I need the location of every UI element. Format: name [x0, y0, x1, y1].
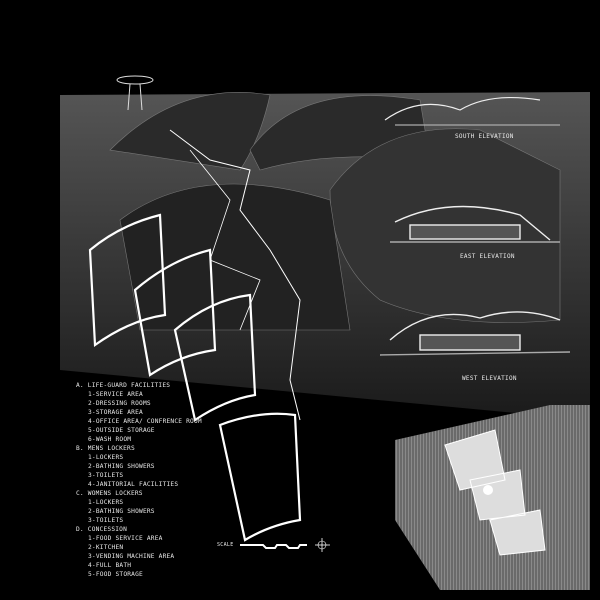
- floor-plan: [88, 129, 302, 542]
- legend-item: 4-OFFICE AREA/ CONFRENCE ROOM: [88, 418, 202, 425]
- program-legend: A. LIFE-GUARD FACILITIES 1-SERVICE AREA …: [76, 381, 202, 579]
- legend-item: 5-OUTSIDE STORAGE: [88, 427, 155, 434]
- legend-item: 3-TOILETS: [88, 472, 124, 479]
- legend-item: 1-SERVICE AREA: [88, 391, 143, 398]
- legend-item: 6-WASH ROOM: [88, 436, 132, 443]
- legend-item: 1-LOCKERS: [88, 499, 124, 506]
- legend-item: 2-KITCHEN: [88, 544, 124, 551]
- lifeguard-tower: [116, 75, 154, 111]
- site-plan: [395, 405, 590, 590]
- legend-item: 4-FULL BATH: [88, 562, 132, 569]
- legend-item: 2-DRESSING ROOMS: [88, 400, 151, 407]
- legend-item: 1-LOCKERS: [88, 454, 124, 461]
- south-elevation-label: SOUTH ELEVATION: [455, 133, 514, 140]
- legend-item: 2-BATHING SHOWERS: [88, 508, 155, 515]
- east-elevation-label: EAST ELEVATION: [460, 253, 515, 260]
- legend-section-title: D. CONCESSION: [76, 526, 128, 533]
- legend-item: 3-VENDING MACHINE AREA: [88, 553, 175, 560]
- west-elevation-label: WEST ELEVATION: [462, 375, 517, 382]
- legend-item: 2-BATHING SHOWERS: [88, 463, 155, 470]
- scale-label: SCALE: [217, 542, 234, 548]
- south-elevation-drawing: [384, 96, 560, 126]
- legend-item: 3-TOILETS: [88, 517, 124, 524]
- west-elevation-drawing: [379, 311, 571, 356]
- legend-section-title: B. MENS LOCKERS: [76, 445, 135, 452]
- east-elevation-drawing: [390, 205, 560, 243]
- legend-item: 4-JANITORIAL FACILITIES: [88, 481, 179, 488]
- legend-item: 3-STORAGE AREA: [88, 409, 143, 416]
- legend-item: 5-FOOD STORAGE: [88, 571, 143, 578]
- scale-bar: [240, 538, 330, 552]
- legend-section-title: A. LIFE-GUARD FACILITIES: [76, 382, 171, 389]
- legend-item: 1-FOOD SERVICE AREA: [88, 535, 163, 542]
- legend-section-title: C. WOMENS LOCKERS: [76, 490, 143, 497]
